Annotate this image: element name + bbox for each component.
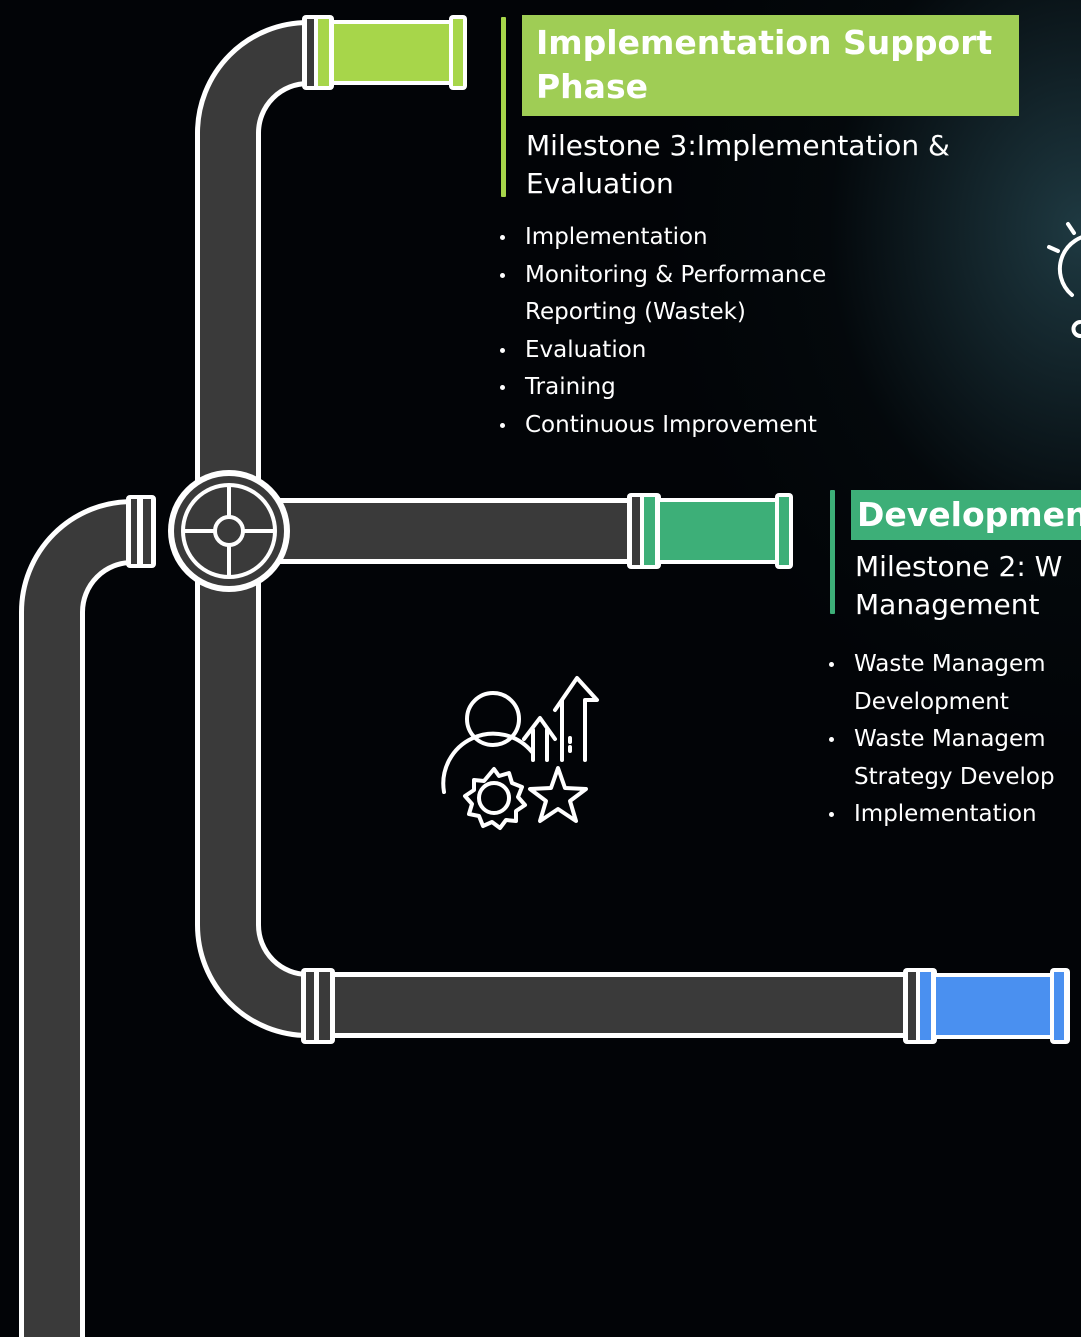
list-item: Continuous Improvement — [500, 407, 1020, 445]
left-pipe — [19, 499, 165, 1337]
list-item: Evaluation — [500, 332, 1020, 370]
phase2-milestone: Milestone 2: W Management — [855, 548, 1081, 624]
phase3-title-line2: Phase — [536, 67, 648, 106]
phase2-milestone-line2: Management — [855, 588, 1040, 621]
phase2-title: Developmen — [851, 490, 1081, 540]
phase2-milestone-line1: Milestone 2: W — [855, 550, 1063, 583]
lightbulb-icon — [1047, 222, 1081, 338]
phase1-pipe-end — [903, 968, 1070, 1044]
list-item: Implementation — [829, 796, 1081, 834]
list-item: Implementation — [500, 219, 1020, 257]
bottom-elbow-flange — [301, 968, 335, 1044]
phase3-title-line1: Implementation Support — [536, 23, 993, 62]
phase3-milestone-line1: Milestone 3:Implementation & — [526, 129, 950, 162]
pipe-valve-icon — [168, 470, 290, 592]
list-item: Training — [500, 369, 1020, 407]
phase3-accent-bar — [501, 17, 506, 197]
left-pipe-flange — [126, 495, 156, 568]
phase3-milestone-line2: Evaluation — [526, 167, 674, 200]
phase3-title: Implementation Support Phase — [522, 15, 1019, 116]
phase3-pipe-end — [302, 15, 467, 90]
phase3-milestone: Milestone 3:Implementation & Evaluation — [526, 127, 1066, 203]
phase2-accent-bar — [830, 490, 835, 614]
phase2-pipe-end — [627, 493, 793, 569]
person-gear-growth-icon — [441, 676, 599, 830]
